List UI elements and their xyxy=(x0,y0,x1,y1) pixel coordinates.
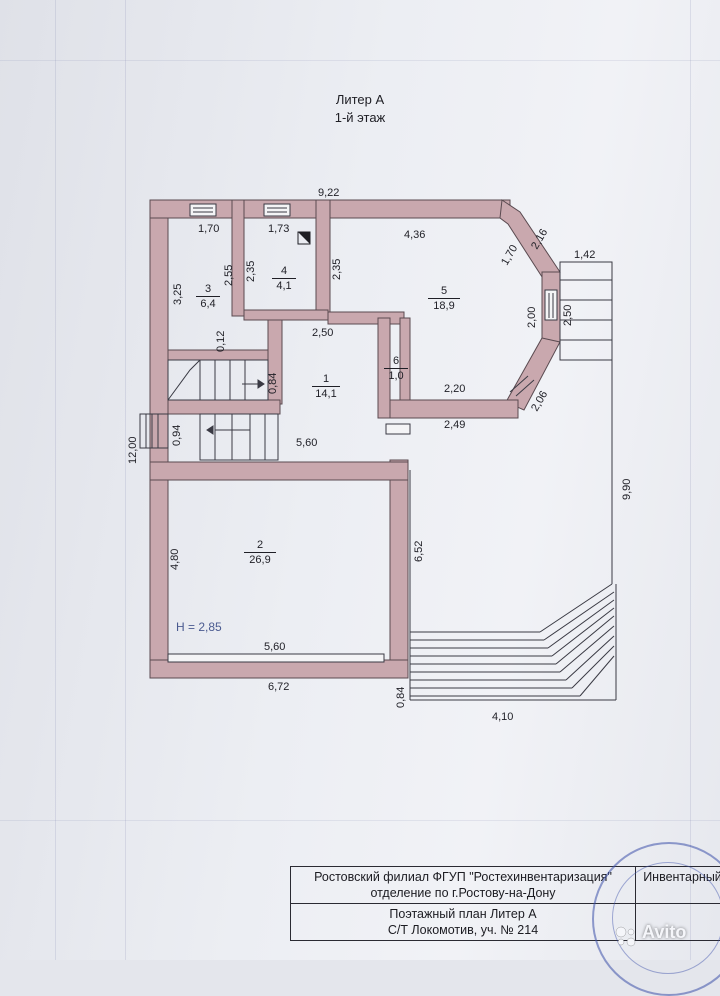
dim-right-total: 9,90 xyxy=(622,479,633,500)
dim-left-total: 12,00 xyxy=(128,436,139,464)
window xyxy=(190,204,216,216)
dim-r4-height: 2,35 xyxy=(246,261,257,282)
dim-r3-height-outer: 3,25 xyxy=(173,284,184,305)
dim-garage-inner-bottom: 5,60 xyxy=(264,642,285,653)
avito-watermark: Avito xyxy=(642,922,686,943)
dim-porch-height: 2,50 xyxy=(563,305,574,326)
stamp-plan: Поэтажный план Литер А С/Т Локомотив, уч… xyxy=(291,904,636,941)
dim-terrace-depth: 0,84 xyxy=(396,687,407,708)
window xyxy=(545,290,557,320)
dim-r3-width: 1,70 xyxy=(198,224,219,235)
wall-r5-bottom xyxy=(378,400,518,418)
dim-r5-width: 4,36 xyxy=(404,230,425,241)
vent-shaft-icon xyxy=(298,232,310,244)
wall-garage-right xyxy=(390,460,408,678)
wall-diagonal-upper xyxy=(500,200,560,280)
floor-plan xyxy=(0,0,720,960)
dim-r3-height-inner: 2,55 xyxy=(224,265,235,286)
dim-stair-084: 0,84 xyxy=(268,373,279,394)
wall-4-5 xyxy=(316,200,330,318)
wall-bottom xyxy=(150,660,408,678)
wall-r4-bottom xyxy=(244,310,328,320)
dim-garage-left: 4,80 xyxy=(170,549,181,570)
dim-right-bottom: 2,49 xyxy=(444,420,465,431)
dim-bottom-total: 6,72 xyxy=(268,682,289,693)
dim-terrace-width: 4,10 xyxy=(492,712,513,723)
dim-garage-right: 6,52 xyxy=(414,541,425,562)
dim-r5-right-height: 2,00 xyxy=(527,307,538,328)
wall-left xyxy=(150,200,168,678)
wall-hall-top xyxy=(328,312,404,324)
dim-small-012: 0,12 xyxy=(216,331,227,352)
wall-garage-top xyxy=(150,462,408,480)
dim-stair-094: 0,94 xyxy=(172,425,183,446)
stamp-organization: Ростовский филиал ФГУП "Ростехинвентариз… xyxy=(291,867,636,904)
dim-top-total: 9,22 xyxy=(318,188,339,199)
official-seal-inner xyxy=(612,862,720,974)
window xyxy=(264,204,290,216)
avito-logo-icon xyxy=(614,924,638,948)
dim-r4-width: 1,73 xyxy=(268,224,289,235)
wall-3-4 xyxy=(232,200,244,316)
dim-hall-width: 2,50 xyxy=(312,328,333,339)
garage-gate xyxy=(168,654,384,662)
ceiling-height-note: Н = 2,85 xyxy=(176,620,222,634)
wall-stair-mid xyxy=(168,400,280,414)
dim-porch-width: 1,42 xyxy=(574,250,595,261)
dim-r5-left-height: 2,35 xyxy=(332,259,343,280)
dim-hall-bottom: 5,60 xyxy=(296,438,317,449)
stair-lower xyxy=(200,414,278,460)
dim-r5-bottom: 2,20 xyxy=(444,384,465,395)
door xyxy=(386,424,410,434)
